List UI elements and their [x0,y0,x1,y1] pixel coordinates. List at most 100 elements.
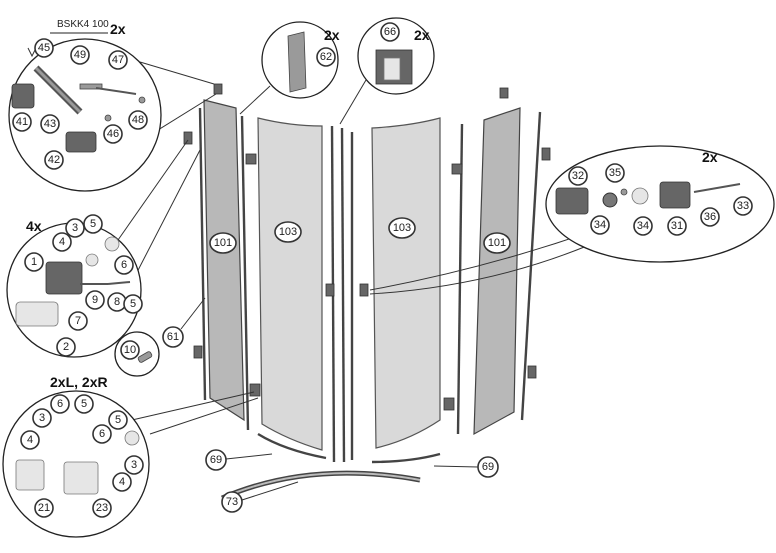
svg-text:6: 6 [99,428,105,440]
callout-4c: 4 [112,472,132,492]
svg-text:3: 3 [39,412,45,424]
svg-text:33: 33 [737,200,749,212]
svg-text:4x: 4x [26,218,42,234]
svg-text:103: 103 [393,222,411,234]
svg-text:36: 36 [704,211,716,223]
svg-text:4: 4 [27,434,33,446]
callout-3a: 3 [65,218,85,238]
callout-31: 31 [667,216,687,236]
svg-text:5: 5 [115,414,121,426]
cap-5-right [124,430,140,446]
callout-34b: 34 [633,216,653,236]
svg-text:8: 8 [114,296,120,308]
svg-text:73: 73 [226,496,238,508]
callout-5a: 5 [83,214,103,234]
callout-9: 9 [85,290,105,310]
callout-5c: 5 [74,394,94,414]
lower-guide-left [249,383,261,397]
callout-6c: 6 [92,424,112,444]
callout-103-right: 103 [388,217,416,239]
handle-left [325,283,335,297]
sliding-door-left [257,117,323,451]
wall-profile-left [198,107,207,401]
svg-text:45: 45 [38,42,50,54]
svg-text:61: 61 [167,331,179,343]
pin-49 [79,83,103,90]
part-10-piece [137,351,153,363]
svg-text:69: 69 [482,461,494,473]
detail-handle-group: 4x [6,218,142,358]
disc-34 [631,187,649,205]
svg-text:43: 43 [44,118,56,130]
callout-101-left: 101 [209,232,237,254]
callout-33: 33 [733,196,753,216]
callout-4b: 4 [20,430,40,450]
washer-46 [104,114,112,122]
callout-46: 46 [103,124,123,144]
hinge-bracket-41 [11,83,35,109]
hinge-rail-43 [34,66,82,114]
callout-42: 42 [44,150,64,170]
bottom-seal-left [257,432,327,460]
washer-35 [620,188,628,196]
top-hinge-right [499,87,509,99]
fixed-panel-left [203,99,245,422]
callout-23: 23 [92,498,112,518]
svg-text:6: 6 [121,259,127,271]
roller-right-top [451,163,463,175]
callout-35: 35 [605,163,625,183]
svg-text:3: 3 [72,222,78,234]
callout-69-right: 69 [477,456,499,478]
bottom-threshold-73 [221,470,421,501]
svg-text:6: 6 [57,398,63,410]
cap-3 [85,253,99,267]
callout-47: 47 [108,50,128,70]
svg-text:49: 49 [74,49,86,61]
roller-carrier-31 [659,181,691,209]
callout-61: 61 [162,326,184,348]
callout-103-left: 103 [274,221,302,243]
callout-21: 21 [34,498,54,518]
lower-guide-right [443,397,455,411]
svg-text:10: 10 [124,344,136,356]
screw-8 [107,281,131,285]
nut-48 [138,96,146,104]
bottom-seal-right [371,452,441,464]
screw-47 [95,87,137,95]
callout-5b: 5 [123,294,143,314]
bracket-right-bottom [527,365,537,379]
fixed-panel-right [473,107,521,436]
cap-5 [104,236,120,252]
profile-62-piece [287,31,307,93]
callout-6a: 6 [114,255,134,275]
callout-5d: 5 [108,410,128,430]
svg-text:101: 101 [488,237,506,249]
svg-text:35: 35 [609,167,621,179]
callout-45: 45 [34,38,54,58]
svg-text:5: 5 [81,398,87,410]
svg-text:3: 3 [131,459,137,471]
svg-text:66: 66 [384,26,396,38]
handle-right [359,283,369,297]
svg-text:5: 5 [130,298,136,310]
svg-text:2: 2 [63,341,69,353]
svg-text:2xL, 2xR: 2xL, 2xR [50,374,108,390]
top-hinge-left [213,83,223,95]
callout-32: 32 [568,166,588,186]
callout-10: 10 [120,340,140,360]
callout-2: 2 [56,337,76,357]
callout-69-left: 69 [205,449,227,471]
wheel-34 [602,192,618,208]
svg-text:5: 5 [90,218,96,230]
svg-text:101: 101 [214,237,232,249]
svg-text:4: 4 [59,236,65,248]
model-code-label: BSKK4 100 [57,19,109,30]
callout-6b: 6 [50,394,70,414]
handle-cover-2 [15,301,59,327]
callout-73: 73 [221,491,243,513]
svg-text:103: 103 [279,226,297,238]
callout-7: 7 [68,311,88,331]
roller-left-top [245,153,257,165]
callout-49: 49 [70,45,90,65]
